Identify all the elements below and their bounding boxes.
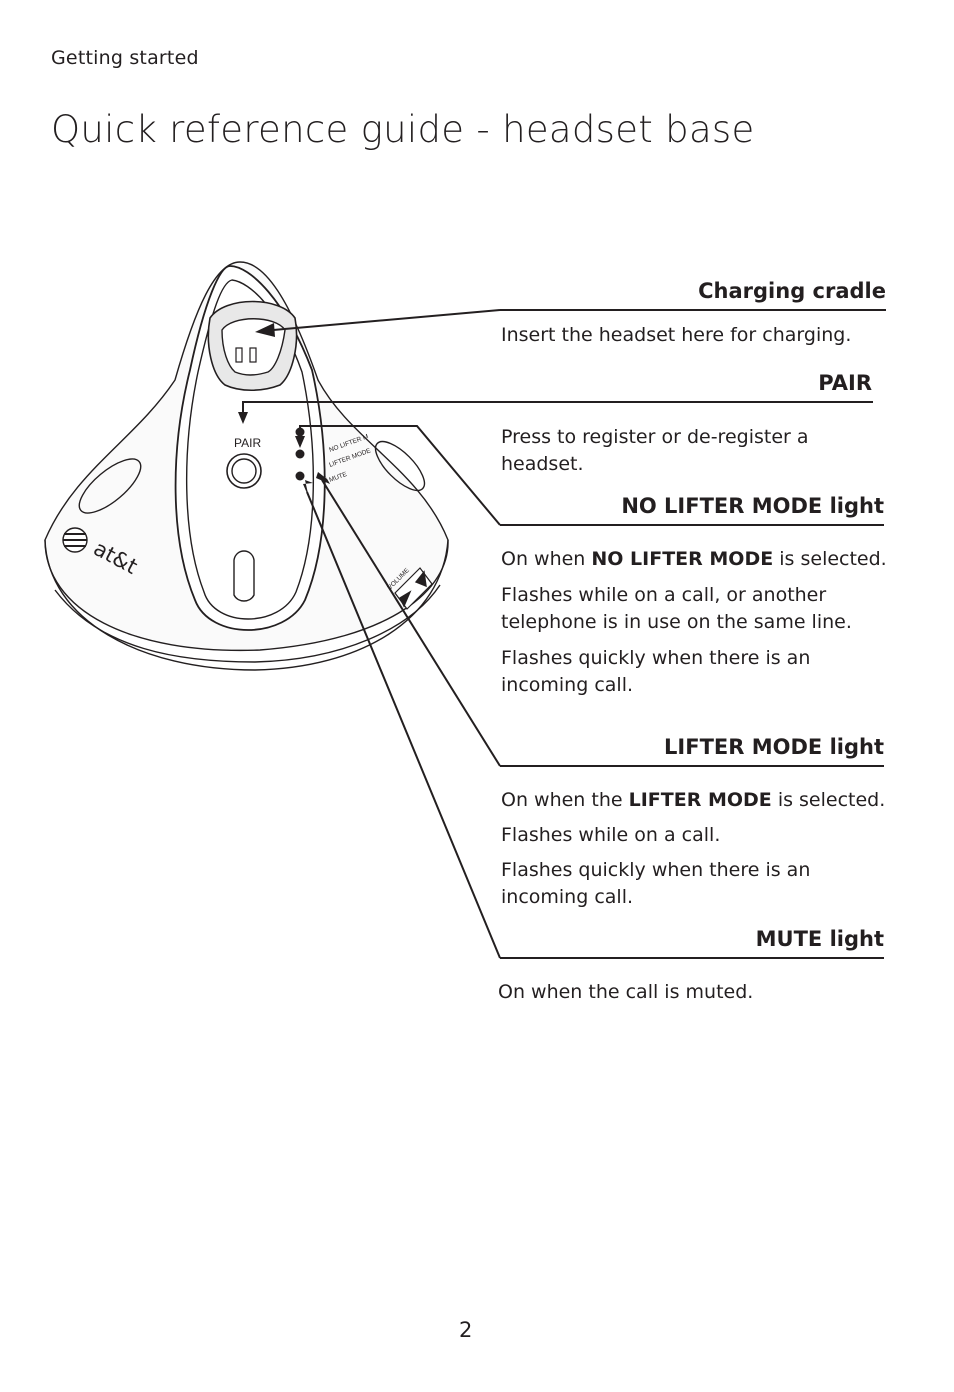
charging-cradle-text: Insert the headset here for charging. bbox=[501, 324, 852, 346]
lifter-mode-text-1: On when the LIFTER MODE is selected. bbox=[501, 789, 886, 811]
pair-text: Press to register or de-register a heads… bbox=[501, 426, 809, 475]
no-lifter-mode-heading: NO LIFTER MODE light bbox=[621, 494, 884, 518]
page-number: 2 bbox=[459, 1318, 473, 1342]
mute-text: On when the call is muted. bbox=[498, 981, 754, 1003]
mute-heading: MUTE light bbox=[755, 927, 884, 951]
lifter-mode-text-2: Flashes while on a call. bbox=[501, 824, 721, 846]
headset-slot bbox=[233, 550, 255, 602]
leader-no-lifter bbox=[299, 425, 501, 526]
pair-device-label: PAIR bbox=[234, 436, 261, 450]
base-bottom-rim bbox=[44, 539, 449, 671]
mute-led bbox=[295, 471, 305, 481]
leader-charging bbox=[261, 309, 501, 332]
no-lifter-mode-text-1: On when NO LIFTER MODE is selected. bbox=[501, 548, 887, 570]
lifter-mode-led bbox=[295, 449, 305, 459]
lifter-mode-heading: LIFTER MODE light bbox=[664, 735, 884, 759]
leader-mute bbox=[306, 491, 501, 959]
page-title: Quick reference guide - headset base bbox=[51, 108, 755, 151]
leader-lifter bbox=[321, 479, 501, 767]
leader-pair bbox=[242, 401, 500, 416]
pair-heading: PAIR bbox=[818, 371, 872, 395]
no-lifter-mode-text-2: Flashes while on a call, or another tele… bbox=[501, 584, 852, 633]
no-lifter-mode-text-3: Flashes quickly when there is an incomin… bbox=[501, 647, 811, 696]
charging-cradle-heading: Charging cradle bbox=[698, 279, 886, 303]
lifter-mode-text-3: Flashes quickly when there is an incomin… bbox=[501, 859, 811, 908]
section-label: Getting started bbox=[51, 47, 199, 69]
